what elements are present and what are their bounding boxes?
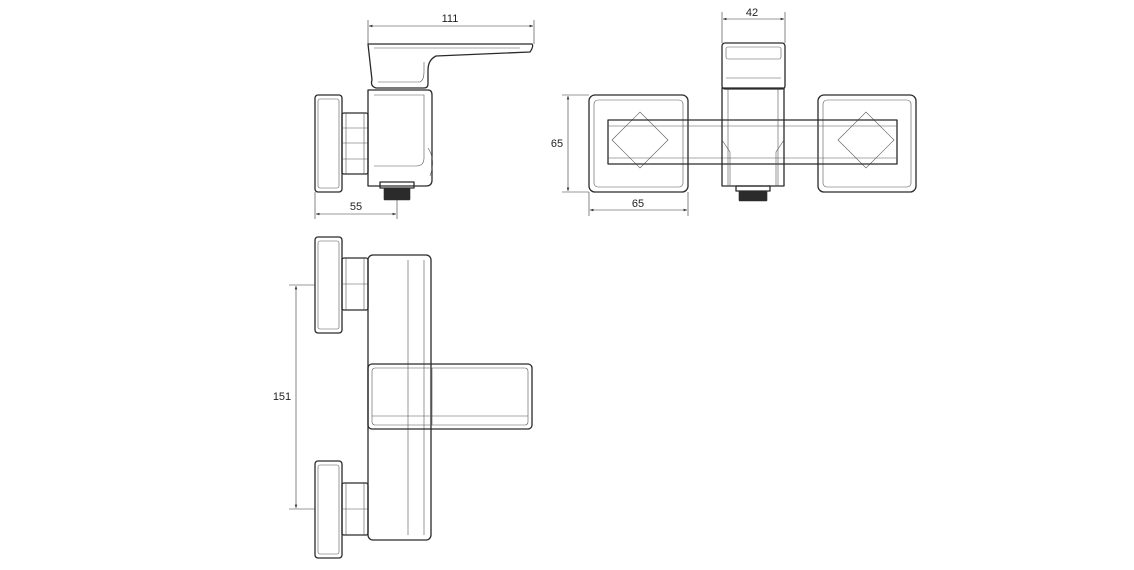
dimension-55: 55 [314,192,398,219]
dimension-65-vertical: 65 [551,94,589,193]
side-hex-nut [341,112,369,175]
top-lower-plate [314,460,343,559]
top-view: 151 [273,236,533,559]
side-view: 111 55 [314,13,535,219]
front-right-plate [817,94,917,193]
dimension-label-65-horizontal: 65 [632,198,644,210]
dimension-151: 151 [273,284,315,510]
dimension-label-151: 151 [273,391,291,403]
side-wall-plate [314,94,343,193]
top-body [367,254,432,541]
front-body [721,87,785,187]
dimension-label-55: 55 [350,201,362,213]
top-handle-lever [367,363,533,430]
top-upper-nut [341,257,369,311]
side-handle-lever [367,43,534,89]
front-handle-top [721,42,786,90]
dimension-label-111: 111 [442,13,459,25]
top-upper-plate [314,236,343,334]
front-horizontal-bar [607,119,898,165]
dimension-42: 42 [721,7,786,43]
dimension-label-42: 42 [746,7,758,19]
top-lower-nut [341,482,369,536]
side-body [367,89,433,187]
dimension-label-65-vertical: 65 [551,138,563,150]
front-view: 42 65 65 [551,7,917,216]
dimension-111: 111 [367,13,535,44]
front-aerator [735,185,771,202]
dimension-65-horizontal: 65 [588,192,689,216]
front-left-plate [588,94,689,193]
side-aerator [379,181,415,201]
